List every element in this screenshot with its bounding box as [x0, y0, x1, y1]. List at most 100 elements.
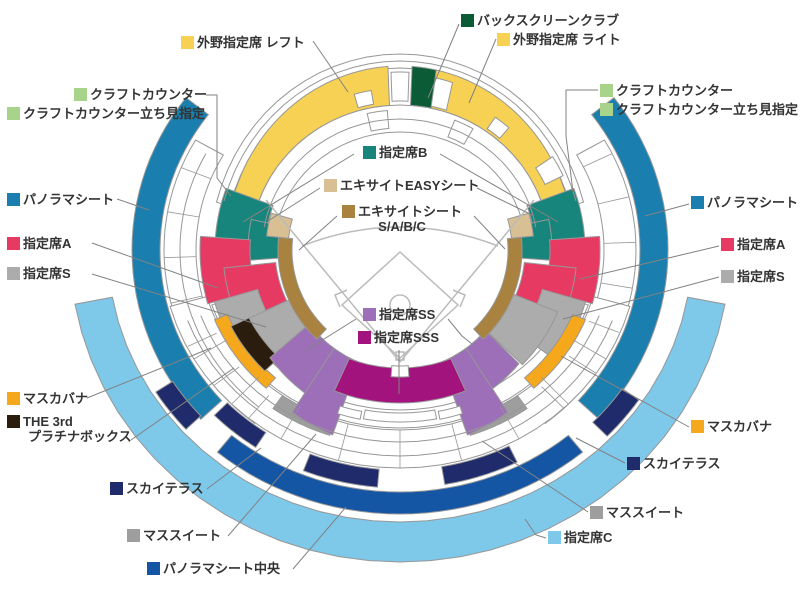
swatch-panorama-left: [7, 193, 20, 206]
leader-line: [473, 215, 506, 250]
swatch-excite-easy-seat: [324, 179, 337, 192]
section-darkgreen: [409, 65, 437, 109]
swatch-craft-counter-standing-right: [600, 103, 613, 116]
leader-line: [560, 355, 690, 428]
walkway-line: [223, 60, 577, 201]
outfield-line: [301, 226, 499, 247]
section-divider-line: [181, 167, 212, 180]
section-divider-line: [597, 196, 630, 205]
swatch-masu-cabana-right: [691, 420, 704, 433]
legend-sky-terrace-left: スカイテラス: [110, 481, 203, 496]
swatch-craft-counter-left: [74, 88, 87, 101]
swatch-sky-terrace-right: [627, 457, 640, 470]
legend-seat-s-left: 指定席S: [7, 266, 71, 281]
section-blue: [577, 96, 669, 421]
infield-diamond: [340, 250, 460, 360]
section-divider-line: [280, 405, 301, 440]
leader-line: [565, 89, 598, 193]
swatch-seat-a-left: [7, 237, 20, 250]
section-brown: [472, 236, 523, 340]
section-blue: [131, 96, 223, 421]
foul-line-left: [265, 199, 401, 363]
swatch-sky-terrace-left: [110, 482, 123, 495]
section-white: [437, 405, 464, 420]
section-tan: [507, 212, 534, 239]
section-divider-line: [588, 320, 619, 333]
coach-box-right: [452, 289, 466, 308]
swatch-seat-b: [363, 146, 376, 159]
swatch-seat-s-left: [7, 267, 20, 280]
leader-line: [86, 347, 212, 399]
section-navy: [213, 402, 267, 448]
section-white: [535, 156, 564, 186]
section-divider-line: [170, 295, 203, 304]
legend-panorama-right: パノラマシート: [691, 195, 798, 210]
legend-panorama-left: パノラマシート: [7, 192, 114, 207]
leader-line: [481, 440, 589, 513]
walkway-line: [263, 118, 537, 228]
field-lines: [265, 199, 535, 363]
section-navy: [302, 453, 380, 488]
legend-seat-c: 指定席C: [548, 530, 612, 545]
swatch-craft-counter-standing-left: [7, 107, 20, 120]
swatch-panorama-right: [691, 196, 704, 209]
section-orange: [523, 313, 587, 389]
section-divider-line: [603, 241, 636, 244]
legend-masu-suite-left: マススイート: [127, 528, 221, 543]
leader-line: [130, 367, 235, 441]
leader-line: [439, 153, 559, 223]
leader-line: [91, 242, 219, 289]
leader-line: [524, 518, 547, 539]
swatch-masu-suite-left: [127, 529, 140, 542]
legend-masu-suite-right: マススイート: [590, 505, 684, 520]
section-divider-line: [541, 386, 565, 409]
pitcher-mound: [389, 294, 411, 316]
swatch-the3rd-platinum-box: [7, 415, 20, 428]
section-white: [336, 405, 363, 420]
leader-line: [562, 276, 720, 320]
section-divider-line: [167, 211, 200, 218]
section-brown: [277, 236, 328, 340]
leader-line: [575, 437, 626, 464]
section-divider-line: [231, 377, 259, 405]
legend-seat-sss: 指定席SSS: [358, 330, 439, 345]
section-tan: [266, 212, 293, 239]
section-navy: [441, 445, 518, 485]
legend-masu-cabana-right: マスカバナ: [691, 419, 772, 434]
swatch-seat-s-right: [721, 270, 734, 283]
section-white: [430, 77, 454, 111]
legend-sky-terrace-right: スカイテラス: [627, 456, 720, 471]
section-white: [390, 71, 410, 102]
leader-line: [468, 38, 497, 104]
swatch-outfield-left: [181, 36, 194, 49]
swatch-masu-suite-right: [590, 506, 603, 519]
legend-excite-easy-seat: エキサイトEASYシート: [324, 178, 479, 193]
section-white: [390, 365, 410, 378]
section-navy: [155, 380, 202, 430]
leader-line: [476, 187, 535, 217]
leader-line: [292, 506, 347, 570]
legend-outfield-right: 外野指定席 ライト: [497, 32, 621, 47]
section-divider-line: [451, 423, 462, 461]
section-white: [486, 116, 510, 139]
legend-backscreen-club: バックスクリーンクラブ: [461, 13, 619, 28]
legend-seat-ss: 指定席SS: [363, 307, 435, 322]
leader-line: [644, 203, 690, 217]
section-lightblue: [74, 296, 726, 563]
section-divider-line: [248, 395, 270, 419]
leader-line: [116, 198, 150, 211]
section-divider-line: [572, 339, 607, 360]
section-divider-line: [164, 256, 197, 259]
section-divider-line: [213, 366, 240, 386]
section-divider-line: [600, 282, 633, 289]
legend-seat-s-right: 指定席S: [721, 269, 785, 284]
legend-panorama-center: パノラマシート中央: [147, 561, 280, 576]
leader-line: [267, 187, 321, 222]
foul-line-right: [399, 199, 535, 363]
section-divider-line: [583, 153, 613, 168]
section-divider-line: [541, 377, 569, 405]
leader-line: [242, 153, 355, 223]
